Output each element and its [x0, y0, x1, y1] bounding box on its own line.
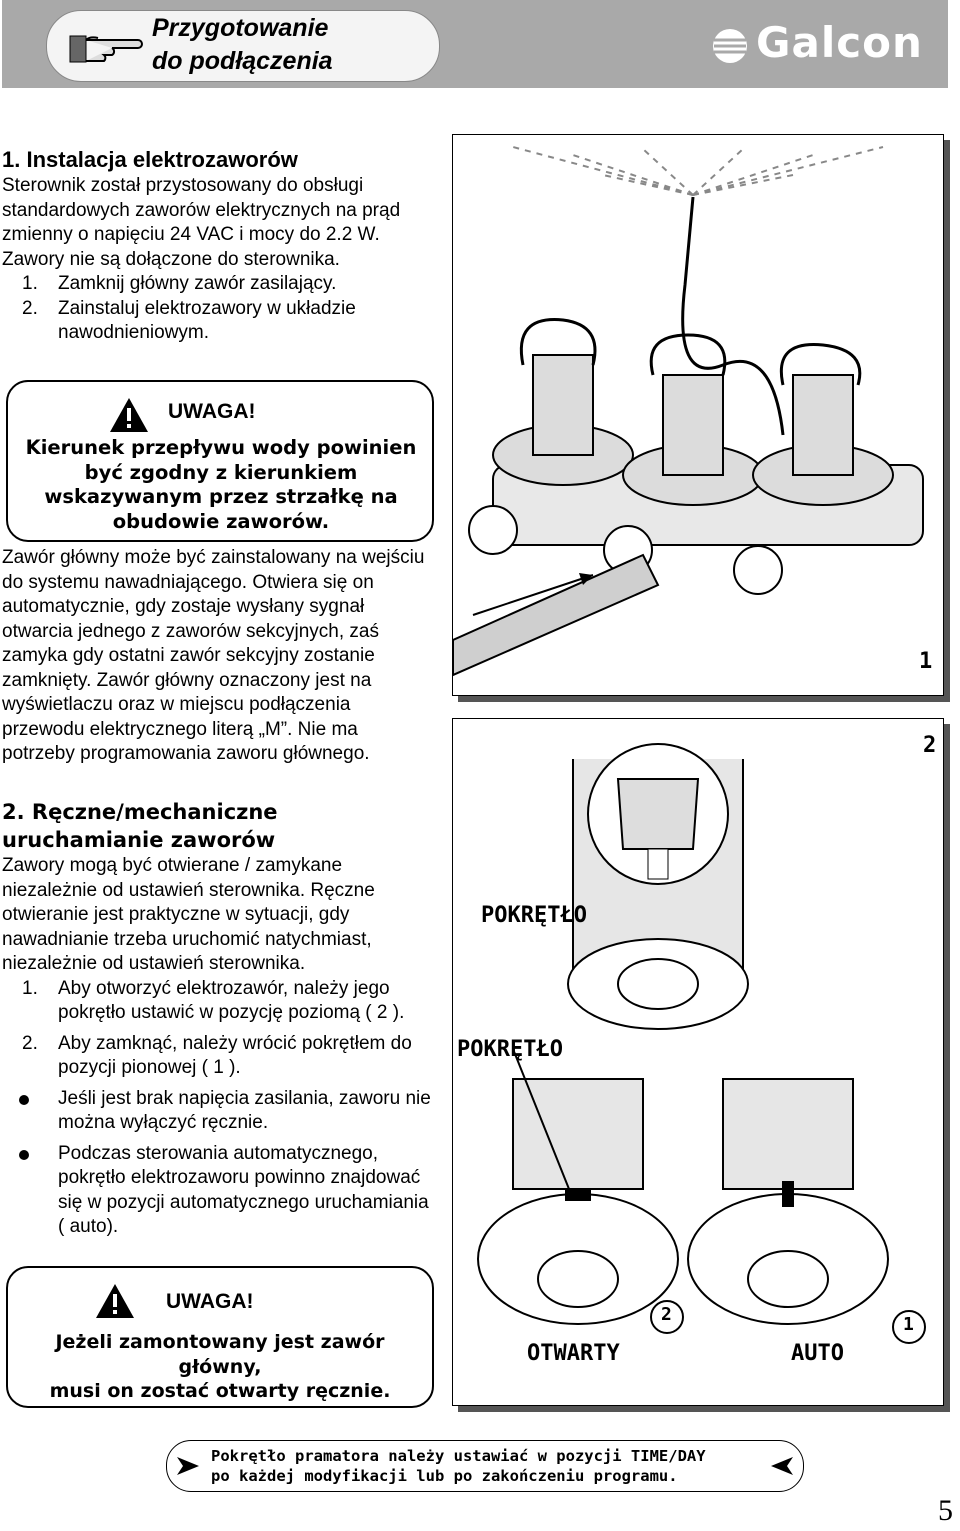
- section2-steps: 1.Aby otworzyć elektrozawór, należy jego…: [2, 977, 432, 1081]
- pointing-hand-icon: [69, 35, 143, 63]
- knob-label-bottom: POKRĘTŁO: [457, 1037, 563, 1062]
- programmer-note-text: Pokrętło pramatora należy ustawiać w poz…: [211, 1447, 706, 1485]
- section1-note: Zawory nie są dołączone do sterownika.: [2, 248, 340, 270]
- auto-label: AUTO: [791, 1341, 844, 1366]
- arrow-right-icon: [177, 1457, 199, 1475]
- marker-auto: 1: [903, 1314, 914, 1335]
- galcon-logo-icon: [713, 29, 747, 63]
- arrow-left-icon: [771, 1457, 793, 1475]
- warning-title: UWAGA!: [166, 1290, 254, 1313]
- figure-number: 1: [919, 649, 933, 674]
- page-header: Przygotowanie do podłączenia Galcon: [2, 0, 948, 88]
- main-valve-paragraph: Zawór główny może być zainstalowany na w…: [2, 547, 425, 764]
- list-item: 1.Zamknij główny zawór zasilający.: [22, 273, 337, 294]
- section1-intro: Sterownik został przystosowany do obsług…: [2, 175, 401, 245]
- list-item: Jeśli jest brak napięcia zasilania, zawo…: [2, 1087, 432, 1136]
- section1-heading: 1. Instalacja elektrozaworów: [2, 147, 298, 172]
- knob-positions-illustration: [477, 743, 926, 1344]
- bullet-icon: [19, 1149, 29, 1160]
- page-number: 5: [938, 1494, 953, 1527]
- warning-text: Jeżeli zamontowany jest zawór główny, mu…: [49, 1331, 391, 1402]
- warning-box-flow: UWAGA! Kierunek przepływu wody powinien …: [6, 380, 434, 542]
- bullet-icon: [19, 1094, 29, 1105]
- list-item: 2.Zainstaluj elektrozawory w układzie na…: [22, 297, 356, 344]
- main-valve-text: Zawór główny może być zainstalowany na w…: [2, 546, 432, 767]
- figure-2-knob-positions: 2 POKRĘTŁO POKRĘTŁO 2 1 OTWARTY AUTO: [452, 718, 944, 1406]
- warning-title: UWAGA!: [168, 400, 256, 423]
- section1-text: 1. Instalacja elektrozaworów Sterownik z…: [2, 146, 432, 346]
- figure-1-valve-manifold: 1: [452, 134, 944, 696]
- list-item: 2.Aby zamknąć, należy wrócić pokrętłem d…: [22, 1032, 412, 1079]
- programmer-note: Pokrętło pramatora należy ustawiać w poz…: [166, 1440, 804, 1492]
- valve-manifold-illustration: [452, 146, 924, 677]
- marker-open: 2: [661, 1304, 672, 1325]
- section2-text: 2. Ręczne/mechaniczne uruchamianie zawor…: [2, 798, 432, 1240]
- header-title: Przygotowanie do podłączenia: [152, 14, 333, 75]
- list-item: 1.Aby otworzyć elektrozawór, należy jego…: [22, 977, 405, 1024]
- list-item: Podczas sterowania automatycznego, pokrę…: [2, 1142, 432, 1240]
- open-label: OTWARTY: [527, 1341, 620, 1366]
- warning-text: Kierunek przepływu wody powinien być zgo…: [25, 436, 417, 533]
- brand-name: Galcon: [756, 18, 923, 67]
- figure-number: 2: [923, 733, 937, 758]
- warning-icon: [110, 398, 148, 432]
- warning-icon: [96, 1284, 134, 1318]
- section2-heading: 2. Ręczne/mechaniczne uruchamianie zawor…: [2, 800, 278, 852]
- warning-box-main-valve: UWAGA! Jeżeli zamontowany jest zawór głó…: [6, 1266, 434, 1408]
- section2-intro: Zawory mogą być otwierane / zamykane nie…: [2, 855, 375, 974]
- section1-steps: 1.Zamknij główny zawór zasilający. 2.Zai…: [2, 272, 432, 346]
- knob-label-top: POKRĘTŁO: [481, 903, 587, 928]
